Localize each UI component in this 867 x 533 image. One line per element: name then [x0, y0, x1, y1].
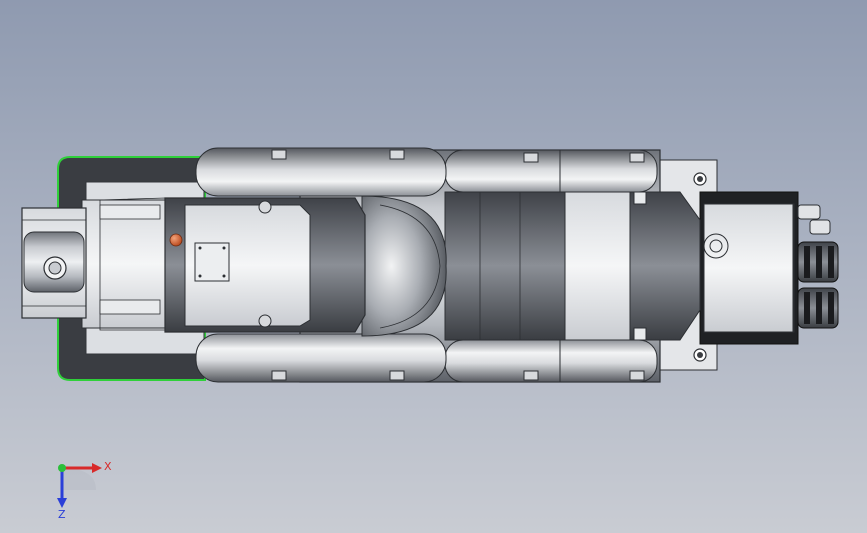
tool-flange[interactable]	[21, 207, 87, 319]
bolt-tabs	[271, 149, 647, 381]
z-axis-label: Z	[58, 508, 66, 520]
z-axis-arrowhead	[57, 498, 67, 508]
triad-plane	[62, 468, 96, 490]
x-axis-label: X	[104, 460, 112, 473]
forearm[interactable]	[81, 197, 173, 331]
connector-housing[interactable]	[699, 191, 799, 345]
y-axis-dot	[58, 464, 66, 472]
status-indicator-led	[169, 233, 183, 247]
cable-gland-bottom[interactable]	[797, 287, 839, 329]
elbow-roll-top[interactable]	[195, 147, 447, 197]
x-axis-arrowhead	[92, 463, 102, 473]
small-connectors[interactable]	[797, 204, 831, 235]
coordinate-triad: X Z	[40, 450, 120, 521]
wrist-housing[interactable]	[164, 197, 366, 333]
elbow-roll-bottom[interactable]	[195, 333, 447, 383]
shoulder-roll-bottom[interactable]	[444, 339, 658, 383]
shoulder-roll-top[interactable]	[444, 149, 658, 193]
cable-gland-top[interactable]	[797, 241, 839, 283]
elbow-dome[interactable]	[361, 195, 447, 337]
